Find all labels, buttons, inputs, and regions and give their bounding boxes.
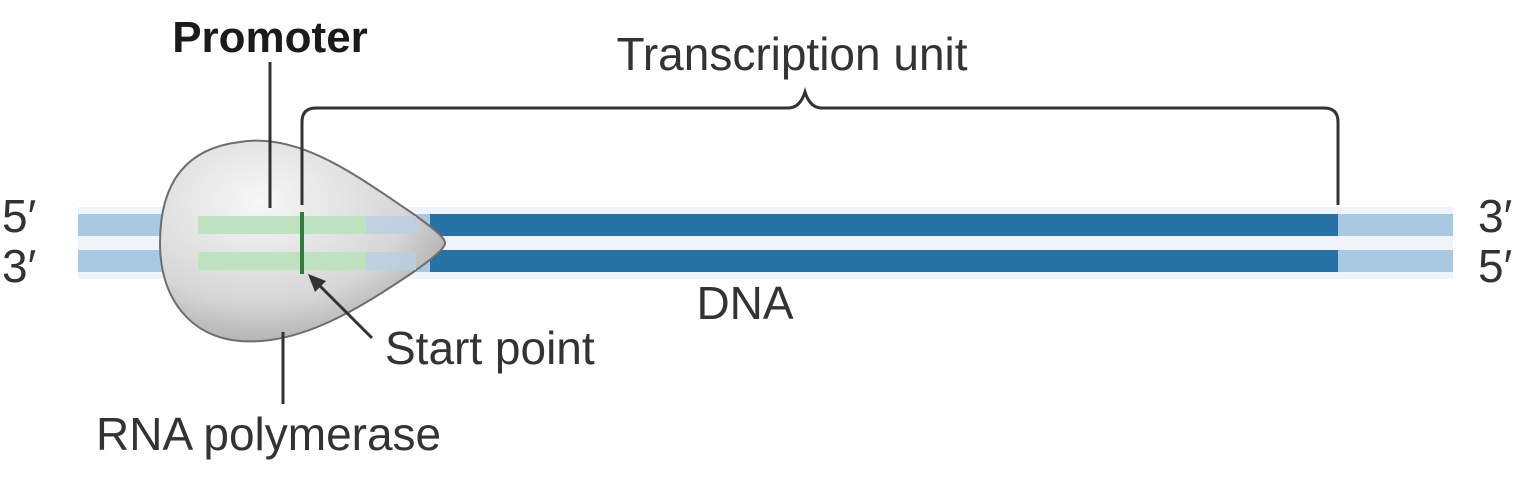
strand-end-top-right: 3′: [1478, 190, 1512, 242]
start-point-label: Start point: [385, 322, 595, 374]
transcription-unit-brace: [300, 86, 1340, 205]
start-point-arrowhead: [308, 274, 326, 292]
strand-end-bottom-left: 3′: [2, 240, 36, 292]
rna-polymerase-label: RNA polymerase: [96, 408, 441, 460]
promoter-label: Promoter: [172, 13, 368, 62]
start-point-arrow-line: [316, 282, 374, 340]
promoter-top-segment: [198, 216, 366, 234]
transcription-unit-label: Transcription unit: [616, 28, 967, 80]
strand-tint-bottom-inside: [366, 252, 416, 270]
dna-bottom-strand-dark: [430, 250, 1338, 272]
strand-end-top-left: 5′: [2, 190, 36, 242]
dna-bottom-strand-light-right: [1338, 250, 1453, 272]
dna-top-strand-dark: [430, 214, 1338, 236]
promoter-bottom-segment: [198, 252, 366, 270]
strand-tint-top-inside: [366, 216, 416, 234]
dna-top-strand-light-right: [1338, 214, 1453, 236]
dna-label: DNA: [696, 277, 793, 329]
strand-end-bottom-right: 5′: [1478, 240, 1512, 292]
